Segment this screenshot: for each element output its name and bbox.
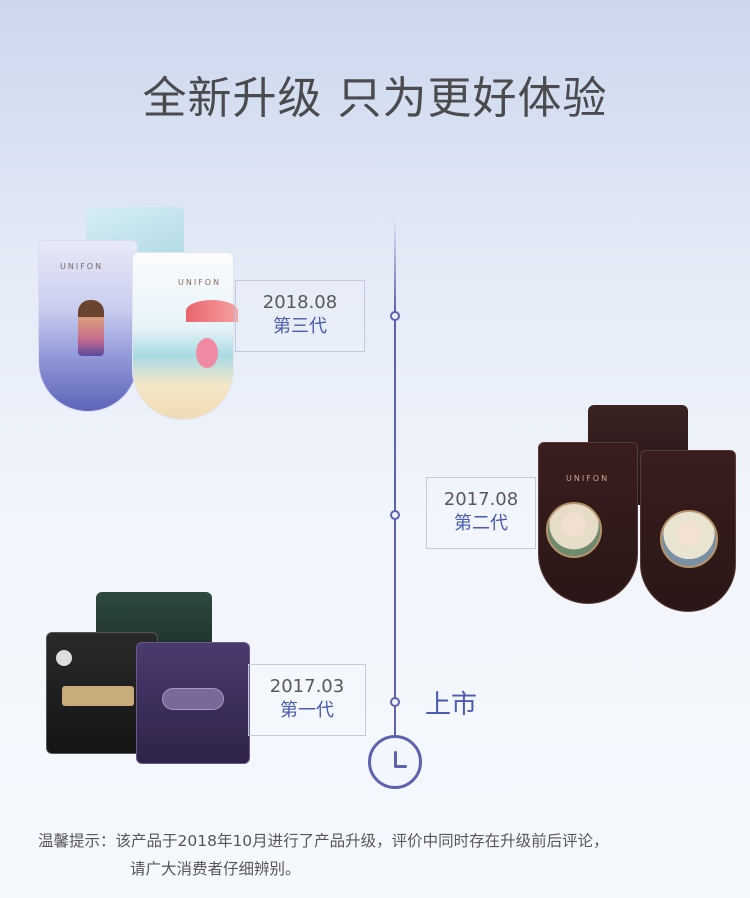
timeline-date: 2018.08	[262, 292, 338, 313]
gen2-brand-logo: UNIFON	[566, 474, 610, 483]
gen1-label-plaque	[62, 686, 134, 706]
timeline-date: 2017.08	[443, 489, 519, 510]
launch-label: 上市	[425, 690, 478, 720]
timeline-entry-2017-03: 2017.03 第一代	[248, 664, 366, 736]
gen3-brand-logo-2: UNIFON	[178, 278, 222, 287]
gen3-right-package	[132, 252, 234, 420]
timeline-dot	[390, 510, 400, 520]
portrait-illustration	[660, 510, 718, 568]
notice-line-2: 请广大消费者仔细辨别。	[130, 860, 301, 878]
timeline-dot	[390, 697, 400, 707]
timeline-entry-2017-08: 2017.08 第二代	[426, 477, 536, 549]
gen1-label-plaque	[162, 688, 224, 710]
page-title: 全新升级 只为更好体验	[142, 73, 608, 124]
timeline-generation: 第一代	[280, 700, 334, 721]
umbrella-illustration	[186, 300, 238, 322]
timeline-generation: 第二代	[454, 513, 508, 534]
timeline-generation: 第三代	[273, 316, 327, 337]
clock-icon	[368, 735, 422, 789]
flamingo-illustration	[196, 338, 218, 368]
timeline-date: 2017.03	[269, 676, 345, 697]
portrait-illustration	[546, 502, 602, 558]
gen1-badge-icon	[56, 650, 72, 666]
timeline-entry-2018-08: 2018.08 第三代	[235, 280, 365, 352]
timeline-dot	[390, 311, 400, 321]
notice-text: 温馨提示：该产品于2018年10月进行了产品升级，评价中同时存在升级前后评论， …	[38, 827, 728, 883]
gen3-brand-logo: UNIFON	[60, 262, 104, 271]
guitar-girl-illustration	[78, 300, 104, 356]
notice-line-1: 温馨提示：该产品于2018年10月进行了产品升级，评价中同时存在升级前后评论，	[38, 832, 609, 850]
timeline-line	[394, 218, 396, 738]
